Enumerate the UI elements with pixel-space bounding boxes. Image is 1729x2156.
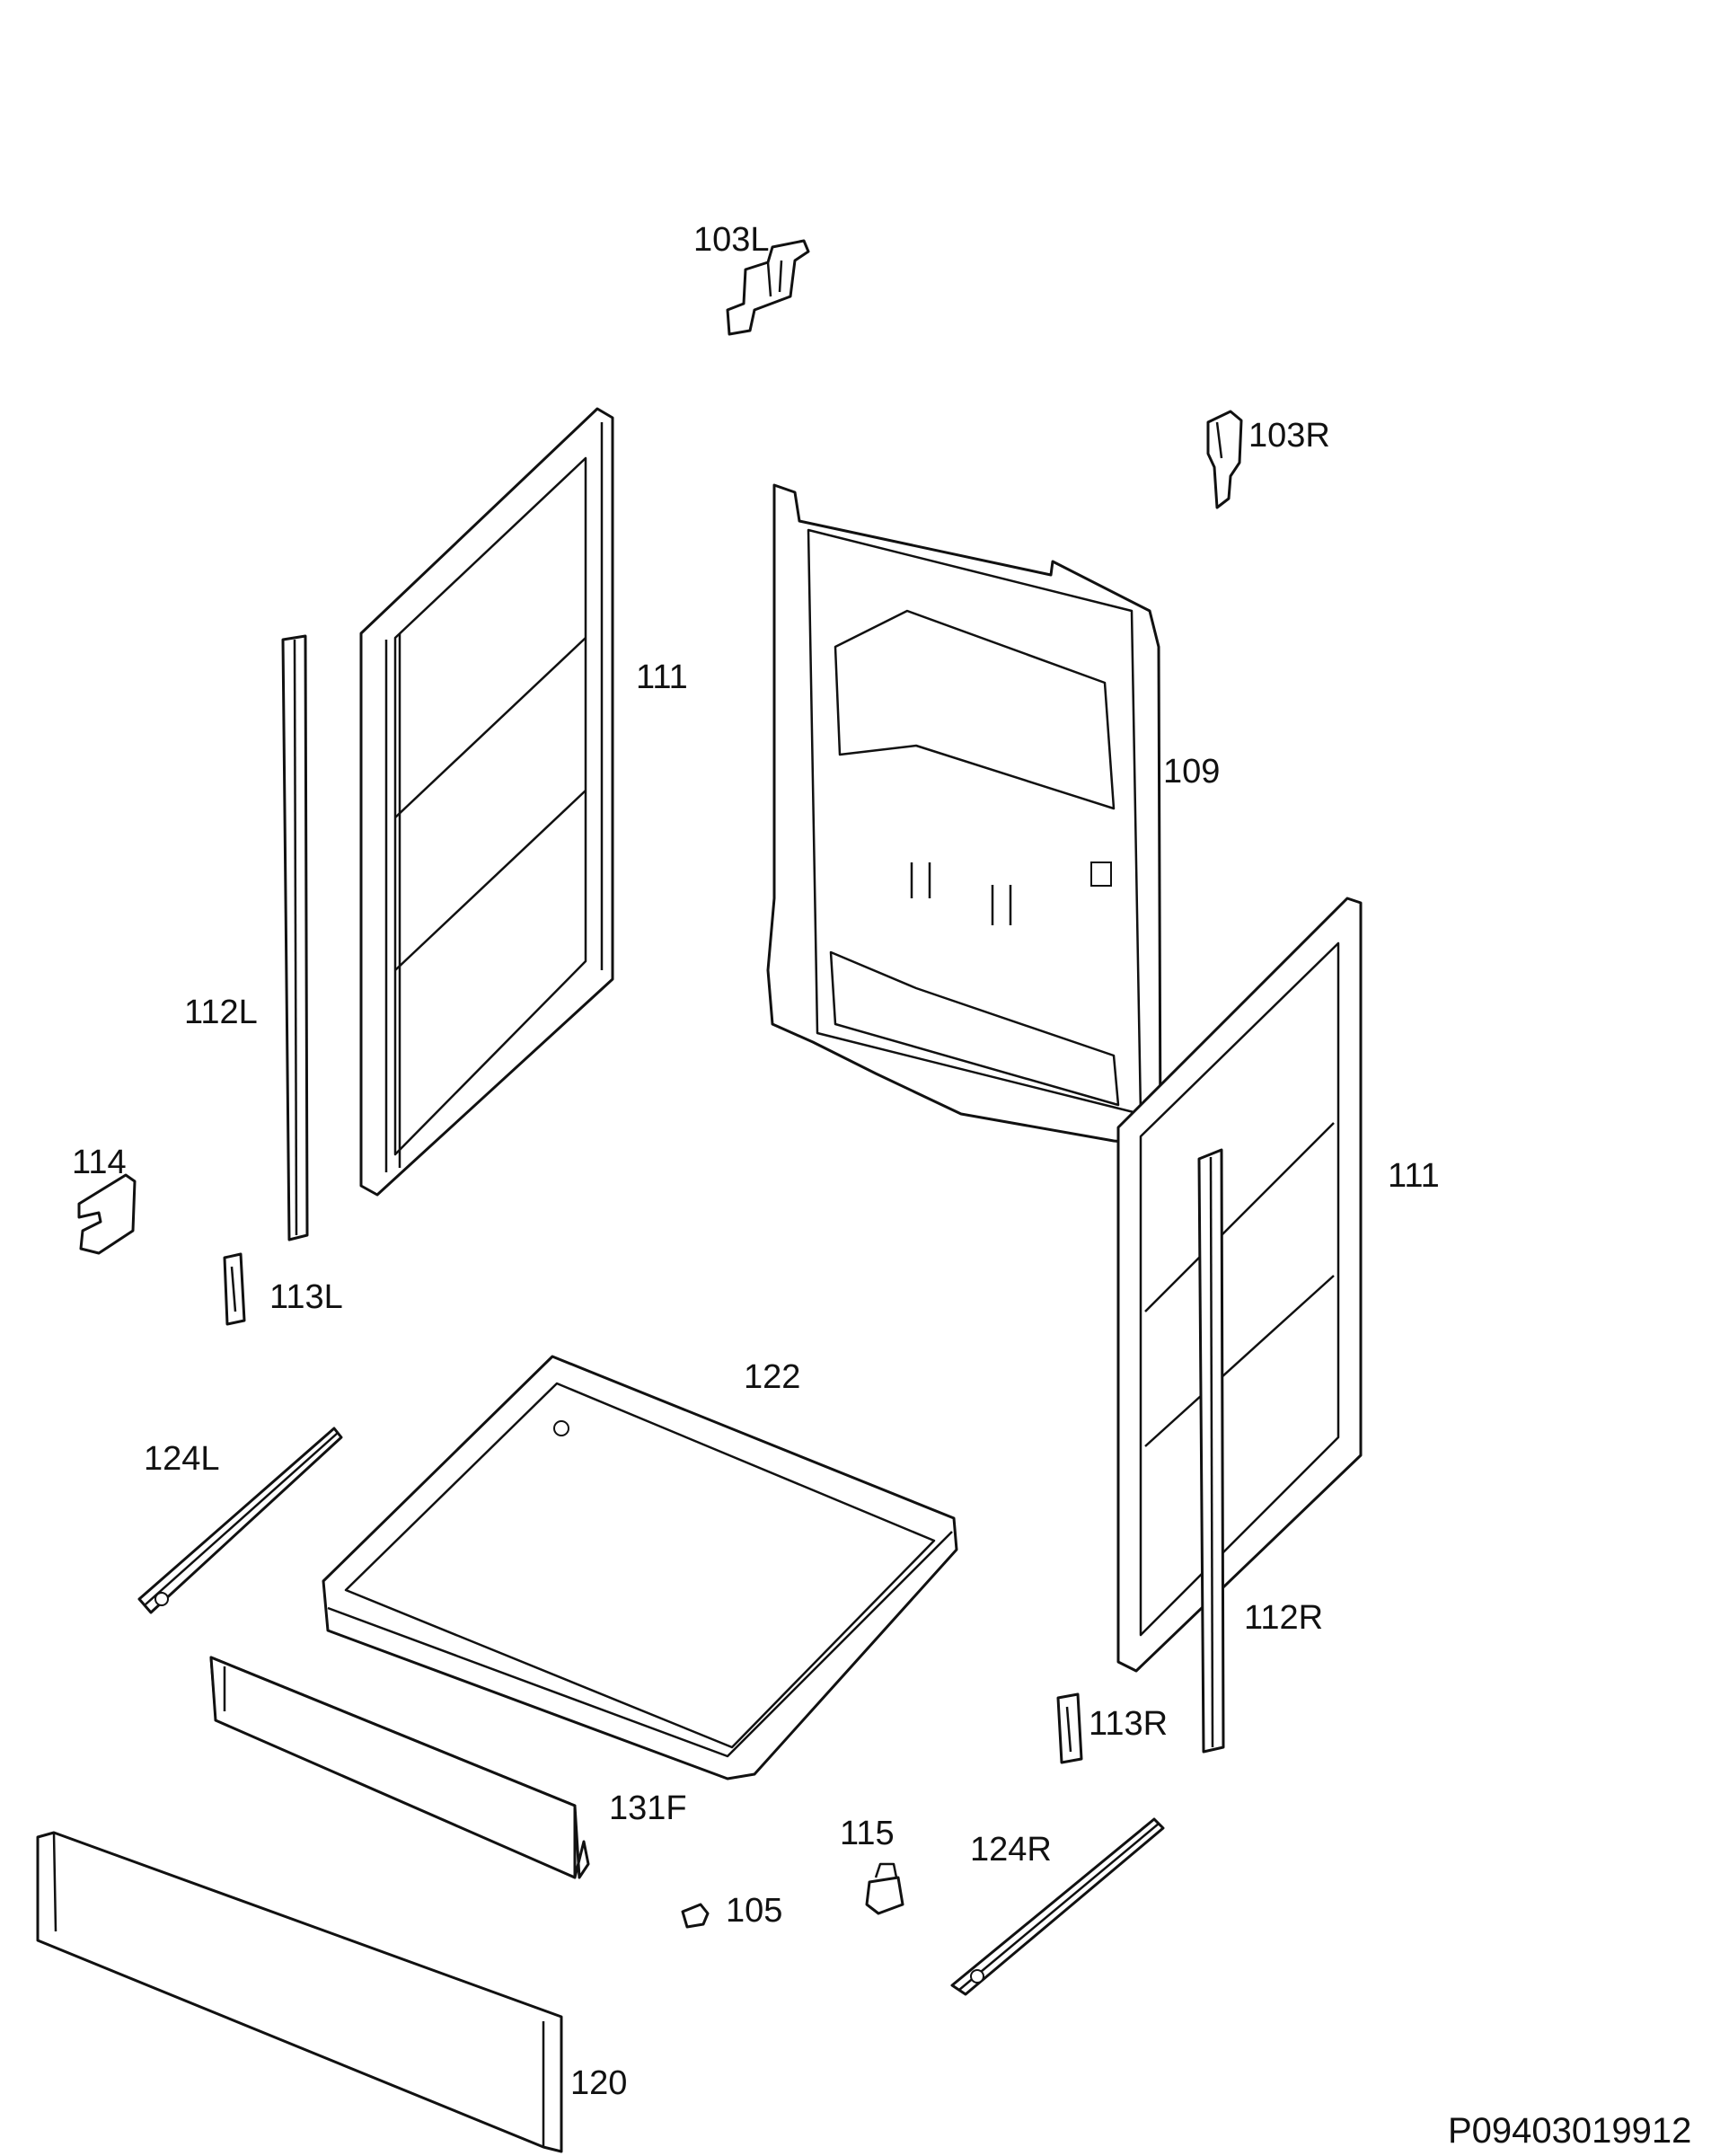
part-103L-bracket [726,239,810,336]
label-103L: 103L [693,221,770,259]
part-111-right-side-panel [1116,897,1363,1673]
part-122-base-tray [322,1355,958,1780]
part-112R-strip [1197,1148,1225,1754]
part-115-foot [865,1862,904,1915]
label-112R: 112R [1244,1599,1324,1637]
part-113L-hinge [223,1252,246,1326]
label-114: 114 [72,1144,127,1181]
label-113R: 113R [1089,1705,1169,1743]
part-124L-rail [137,1427,343,1614]
part-124R-rail [950,1817,1165,1996]
part-114-clip [77,1173,137,1255]
label-124R: 124R [970,1831,1052,1869]
part-103R-bracket [1206,410,1243,509]
label-115: 115 [840,1815,895,1852]
label-105: 105 [726,1892,783,1930]
label-120: 120 [570,2064,628,2102]
label-124L: 124L [144,1440,220,1478]
label-103R: 103R [1248,417,1330,455]
label-122: 122 [744,1358,801,1396]
part-113R-hinge [1056,1692,1083,1764]
label-111-left: 111 [636,658,688,696]
part-109-back-panel [766,483,1162,1147]
part-111-left-side-panel [359,407,614,1197]
part-105-knob [681,1903,710,1929]
part-112L-strip [281,634,309,1241]
label-111-right: 111 [1388,1157,1440,1195]
label-109: 109 [1163,753,1221,791]
document-id: P09403019912 [1448,2111,1692,2151]
part-131F-front-plate [209,1656,590,1879]
label-113L: 113L [269,1278,343,1316]
label-112L: 112L [184,994,258,1031]
label-131F: 131F [609,1789,687,1827]
part-120-front-panel [36,1831,563,2153]
